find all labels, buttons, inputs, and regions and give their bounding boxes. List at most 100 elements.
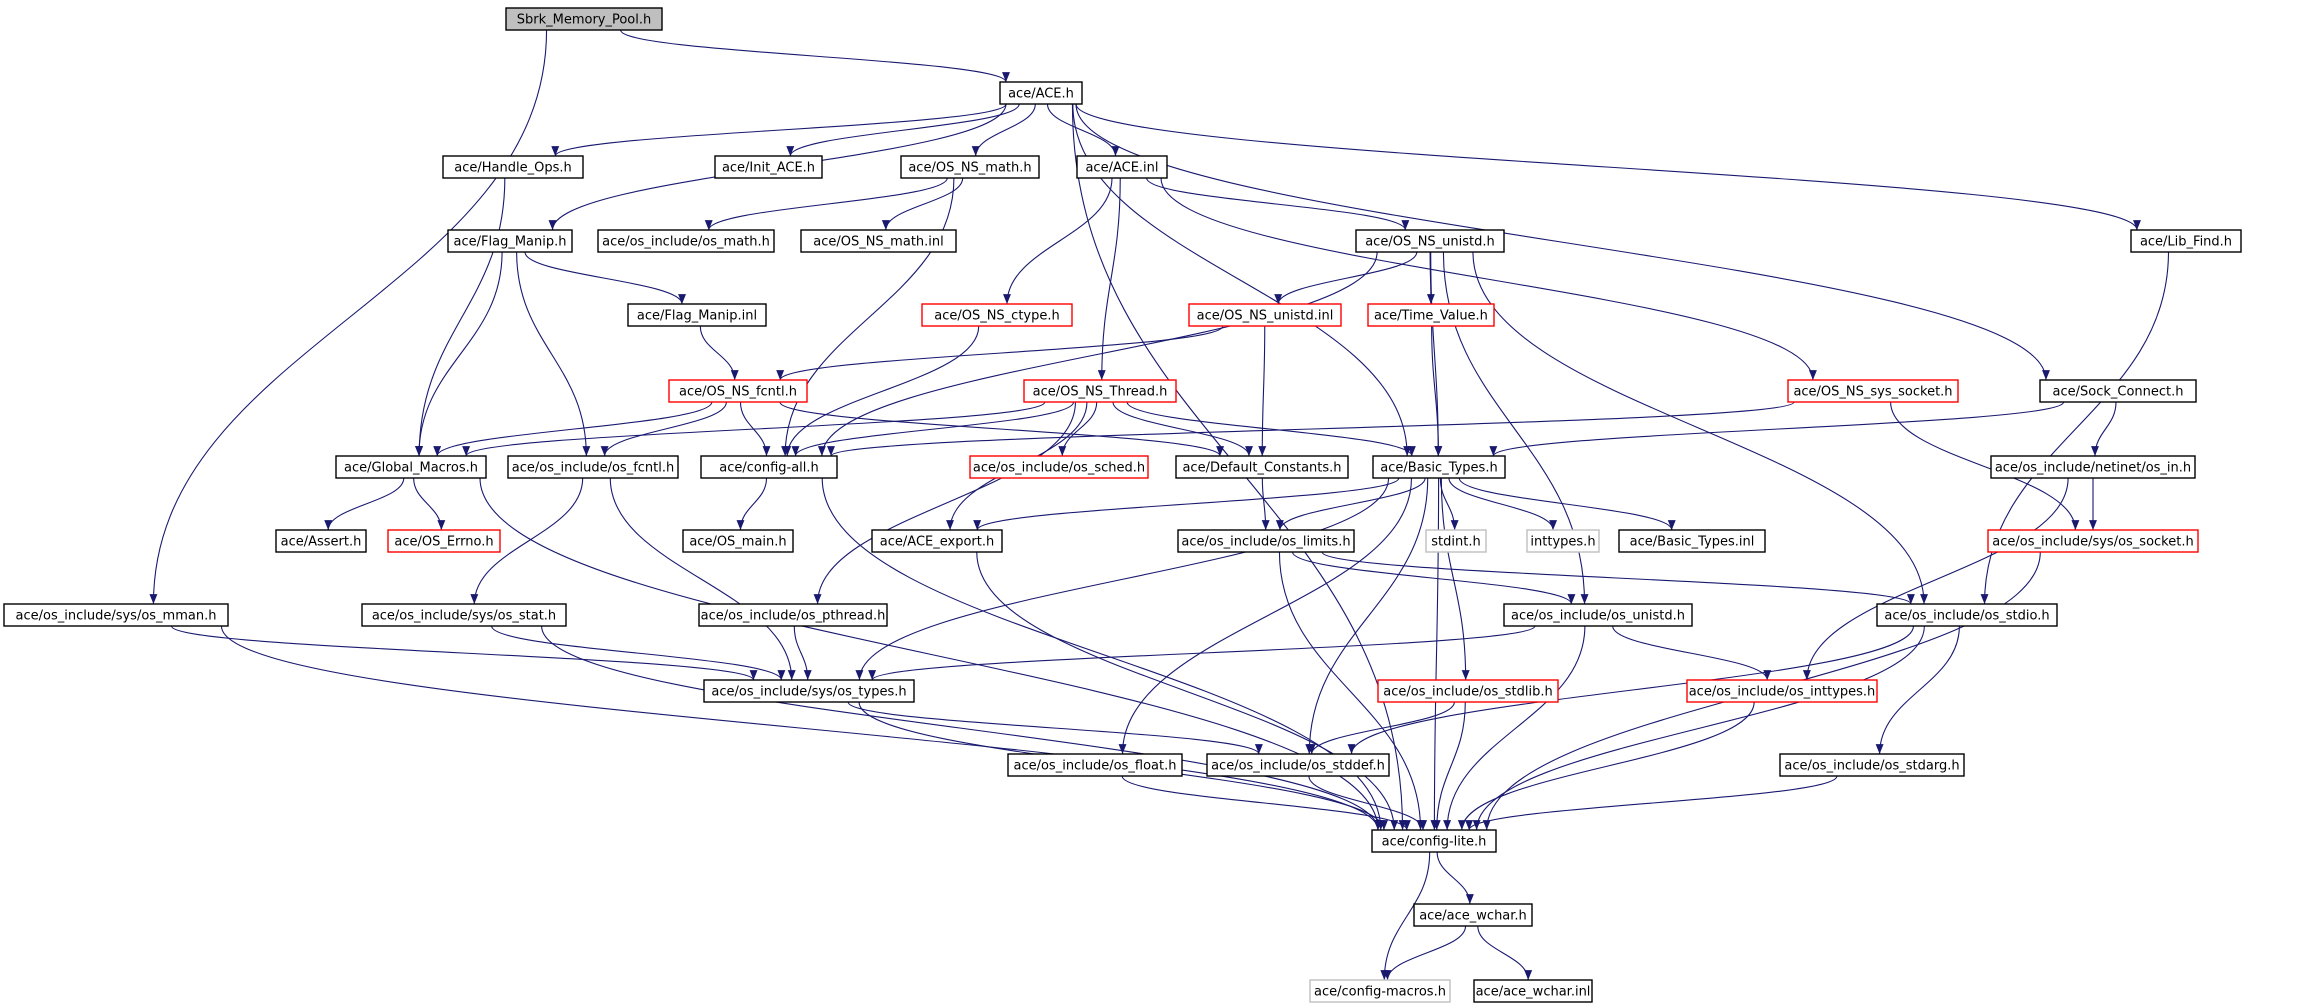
node-label: ace/Init_ACE.h <box>722 161 815 176</box>
node-os_stdlib[interactable]: ace/os_include/os_stdlib.h <box>1377 679 1559 703</box>
edge-os_stdio-to-config_lite <box>1472 625 1925 831</box>
node-default_constants[interactable]: ace/Default_Constants.h <box>1175 455 1349 479</box>
node-init_ace[interactable]: ace/Init_ACE.h <box>714 155 823 179</box>
edge-ace_inl-to-os_ns_ctype <box>1003 177 1113 305</box>
node-os_pthread[interactable]: ace/os_include/os_pthread.h <box>698 603 888 627</box>
node-config_lite[interactable]: ace/config-lite.h <box>1371 829 1497 853</box>
node-os_ns_ctype[interactable]: ace/OS_NS_ctype.h <box>921 303 1073 327</box>
edge-basic_types-to-stdint <box>1439 477 1459 531</box>
node-box <box>1618 529 1766 553</box>
node-basic_types_inl[interactable]: ace/Basic_Types.inl <box>1618 529 1766 553</box>
node-os_float[interactable]: ace/os_include/os_float.h <box>1007 753 1183 777</box>
node-os_stat[interactable]: ace/os_include/sys/os_stat.h <box>361 603 567 627</box>
node-os_inttypes[interactable]: ace/os_include/os_inttypes.h <box>1686 679 1878 703</box>
node-box <box>1177 529 1355 553</box>
node-box <box>597 229 775 253</box>
node-os_ns_math_inl[interactable]: ace/OS_NS_math.inl <box>800 229 957 253</box>
node-time_value[interactable]: ace/Time_Value.h <box>1367 303 1495 327</box>
node-label: ace/OS_NS_unistd.inl <box>1197 309 1334 324</box>
node-os_ns_math[interactable]: ace/OS_NS_math.h <box>900 155 1040 179</box>
node-os_fcntl[interactable]: ace/os_include/os_fcntl.h <box>507 455 679 479</box>
node-box <box>442 155 584 179</box>
node-config_all[interactable]: ace/config-all.h <box>700 455 838 479</box>
node-box <box>682 529 794 553</box>
node-basic_types[interactable]: ace/Basic_Types.h <box>1372 455 1506 479</box>
node-flag_manip_inl[interactable]: ace/Flag_Manip.inl <box>627 303 767 327</box>
node-label: Sbrk_Memory_Pool.h <box>517 13 652 28</box>
edge-ace_inl-to-os_ns_unistd <box>1146 177 1410 231</box>
node-label: ace/os_include/sys/os_stat.h <box>372 609 556 624</box>
node-label: ace/os_include/os_float.h <box>1013 759 1176 774</box>
node-os_stddef[interactable]: ace/os_include/os_stddef.h <box>1206 753 1390 777</box>
edge-basic_types-to-os_float <box>1118 477 1413 755</box>
node-ace_inl[interactable]: ace/ACE.inl <box>1076 155 1168 179</box>
node-lib_find[interactable]: ace/Lib_Find.h <box>2130 229 2242 253</box>
edge-time_value-to-basic_types <box>1431 325 1443 457</box>
edge-global_macros-to-os_errno <box>413 477 446 531</box>
node-ace_wchar_inl[interactable]: ace/ace_wchar.inl <box>1473 979 1593 1003</box>
node-label: inttypes.h <box>1530 535 1595 550</box>
edge-os_stdarg-to-config_lite <box>1465 775 1838 831</box>
edge-os_ns_math-to-os_math <box>704 177 948 231</box>
node-box <box>1686 679 1878 703</box>
edge-ace_wchar-to-config_macros <box>1383 925 1467 981</box>
edge-config_lite-to-config_macros <box>1380 851 1431 981</box>
node-os_types[interactable]: ace/os_include/sys/os_types.h <box>703 679 915 703</box>
edge-os_ns_unistd_inl-to-default_constants <box>1258 325 1267 457</box>
edge-ace-to-handle_ops <box>551 103 1007 157</box>
edge-os_limits-to-os_unistd <box>1292 551 1576 605</box>
edge-ace-to-lib_find <box>1075 103 2141 231</box>
node-ace[interactable]: ace/ACE.h <box>999 81 1083 105</box>
node-label: ace/Flag_Manip.h <box>454 235 567 250</box>
edge-ace-to-ace_inl <box>1046 103 1120 157</box>
node-box <box>1377 679 1559 703</box>
node-sbrk[interactable]: Sbrk_Memory_Pool.h <box>505 7 663 31</box>
node-box <box>1367 303 1495 327</box>
node-os_sys_socket[interactable]: ace/os_include/sys/os_socket.h <box>1987 529 2199 553</box>
node-sock_connect[interactable]: ace/Sock_Connect.h <box>2039 379 2197 403</box>
node-os_ns_thread[interactable]: ace/OS_NS_Thread.h <box>1023 379 1177 403</box>
node-stdint[interactable]: stdint.h <box>1425 529 1487 553</box>
edge-basic_types-to-basic_types_inl <box>1458 477 1676 531</box>
node-global_macros[interactable]: ace/Global_Macros.h <box>335 455 487 479</box>
node-assert[interactable]: ace/Assert.h <box>275 529 367 553</box>
node-os_limits[interactable]: ace/os_include/os_limits.h <box>1177 529 1355 553</box>
node-box <box>1787 379 1959 403</box>
node-box <box>1372 455 1506 479</box>
node-os_mman[interactable]: ace/os_include/sys/os_mman.h <box>3 603 229 627</box>
node-os_stdio[interactable]: ace/os_include/os_stdio.h <box>1876 603 2058 627</box>
node-box <box>1023 379 1177 403</box>
node-ace_wchar[interactable]: ace/ace_wchar.h <box>1413 903 1533 927</box>
node-os_errno[interactable]: ace/OS_Errno.h <box>387 529 501 553</box>
node-config_macros[interactable]: ace/config-macros.h <box>1309 979 1451 1003</box>
node-os_stdarg[interactable]: ace/os_include/os_stdarg.h <box>1779 753 1965 777</box>
node-os_in[interactable]: ace/os_include/netinet/os_in.h <box>1990 455 2196 479</box>
node-flag_manip[interactable]: ace/Flag_Manip.h <box>447 229 573 253</box>
node-label: ace/OS_NS_math.inl <box>813 235 944 250</box>
node-label: ace/Global_Macros.h <box>344 461 478 476</box>
edge-os_fcntl-to-os_types <box>609 477 796 681</box>
node-os_main[interactable]: ace/OS_main.h <box>682 529 794 553</box>
edge-basic_types-to-os_limits <box>1275 477 1426 531</box>
edge-sbrk-to-ace <box>620 29 1010 83</box>
node-os_ns_unistd_inl[interactable]: ace/OS_NS_unistd.inl <box>1188 303 1342 327</box>
edge-os_float-to-config_lite <box>1121 775 1411 831</box>
node-os_ns_sys_socket[interactable]: ace/OS_NS_sys_socket.h <box>1787 379 1959 403</box>
edge-global_macros-to-assert <box>324 477 405 531</box>
node-box <box>1503 603 1693 627</box>
edge-sock_connect-to-basic_types <box>1489 401 2065 457</box>
node-os_ns_unistd[interactable]: ace/OS_NS_unistd.h <box>1355 229 1505 253</box>
node-os_math[interactable]: ace/os_include/os_math.h <box>597 229 775 253</box>
edge-os_in-to-os_inttypes <box>1802 477 2069 681</box>
node-label: ace/os_include/sys/os_types.h <box>711 685 906 700</box>
node-os_unistd[interactable]: ace/os_include/os_unistd.h <box>1503 603 1693 627</box>
node-os_sched[interactable]: ace/os_include/os_sched.h <box>969 455 1149 479</box>
node-box <box>921 303 1073 327</box>
node-inttypes[interactable]: inttypes.h <box>1526 529 1600 553</box>
node-box <box>387 529 501 553</box>
node-os_ns_fcntl[interactable]: ace/OS_NS_fcntl.h <box>668 379 808 403</box>
node-handle_ops[interactable]: ace/Handle_Ops.h <box>442 155 584 179</box>
node-box <box>1188 303 1342 327</box>
node-ace_export[interactable]: ace/ACE_export.h <box>871 529 1003 553</box>
